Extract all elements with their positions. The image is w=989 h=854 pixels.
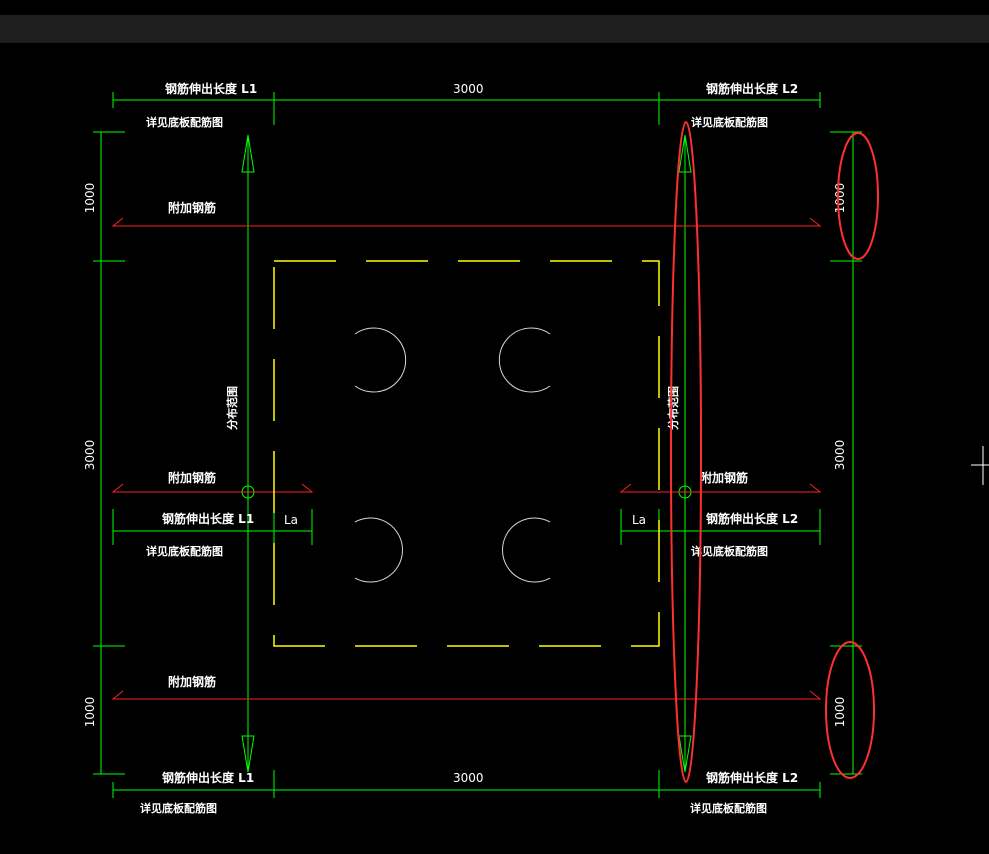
label-additional-rebar-mid-left: 附加钢筋 (168, 470, 216, 485)
label-bottom-right-see-plan: 详见底板配筋图 (690, 801, 767, 815)
dim-right-3000: 3000 (833, 440, 847, 471)
pile-bottom-left (354, 517, 403, 583)
label-mid-right-la: La (632, 513, 646, 527)
markup-ellipses (670, 121, 879, 783)
pile-top-right (498, 327, 551, 393)
label-additional-rebar-mid-right: 附加钢筋 (700, 470, 748, 485)
label-distribution-range-right: 分布范围 (666, 386, 680, 430)
pile-circles (354, 327, 551, 583)
label-bottom-right-l2: 钢筋伸出长度 L2 (706, 770, 798, 785)
label-mid-left-see-plan: 详见底板配筋图 (146, 544, 223, 558)
dim-left-1000-top: 1000 (83, 183, 97, 214)
dim-right-1000-bottom: 1000 (833, 697, 847, 728)
cad-toolbar (0, 0, 989, 44)
toolbar-strip (0, 15, 989, 43)
label-additional-rebar-top: 附加钢筋 (168, 200, 216, 215)
label-bottom-left-see-plan: 详见底板配筋图 (140, 801, 217, 815)
label-bottom-left-l1: 钢筋伸出长度 L1 (162, 770, 254, 785)
dim-right-1000-top: 1000 (833, 183, 847, 214)
markup-ellipse-right-vertical (670, 121, 702, 783)
dim-top-3000: 3000 (453, 82, 484, 96)
additional-rebar-lines (111, 217, 822, 700)
dim-left-3000: 3000 (83, 440, 97, 471)
label-mid-left-l1: 钢筋伸出长度 L1 (162, 511, 254, 526)
foundation-outline (273, 260, 660, 647)
label-mid-right-l2: 钢筋伸出长度 L2 (706, 511, 798, 526)
label-top-right-l2: 钢筋伸出长度 L2 (706, 81, 798, 96)
label-distribution-range-left: 分布范围 (225, 386, 239, 430)
pile-top-left (354, 327, 407, 393)
label-top-right-see-plan: 详见底板配筋图 (691, 115, 768, 129)
label-additional-rebar-bottom: 附加钢筋 (168, 674, 216, 689)
markup-ellipse-top-right (837, 132, 879, 260)
label-mid-right-see-plan: 详见底板配筋图 (691, 544, 768, 558)
crosshair-cursor-icon (971, 446, 989, 485)
dim-left-1000-bottom: 1000 (83, 697, 97, 728)
dim-bottom-3000: 3000 (453, 771, 484, 785)
pile-bottom-right (502, 517, 551, 583)
dimension-lines (93, 92, 862, 798)
markup-ellipse-bottom-right (825, 641, 875, 779)
label-top-left-see-plan: 详见底板配筋图 (146, 115, 223, 129)
label-top-left-l1: 钢筋伸出长度 L1 (165, 81, 257, 96)
label-mid-left-la: La (284, 513, 298, 527)
